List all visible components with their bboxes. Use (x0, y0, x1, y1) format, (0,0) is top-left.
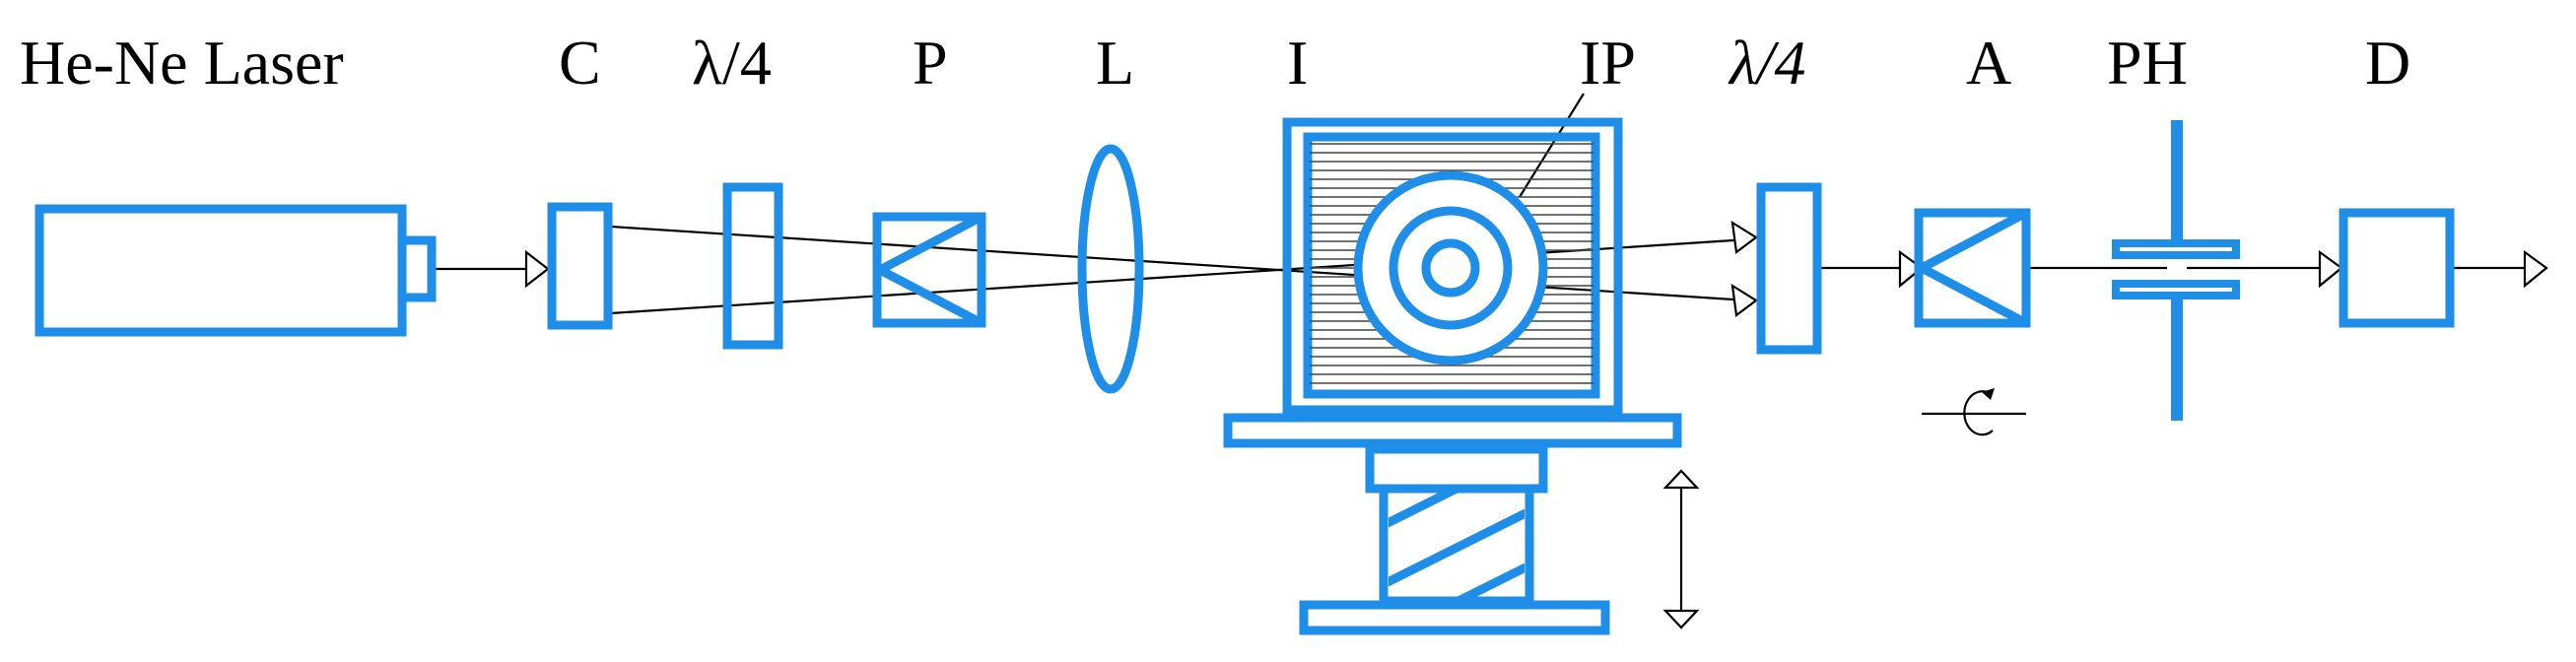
quarter-wave-plate-2 (1756, 182, 1822, 355)
arrow-output (2523, 249, 2548, 289)
interferometer-housing (1282, 117, 1623, 415)
arrow-into-analyzer (1898, 249, 1924, 289)
detector-label: D (2365, 28, 2410, 98)
fringe-ring-outer (1353, 170, 1548, 365)
quarter-wave-plate-2-label: λ/4 (1728, 28, 1806, 98)
analyzer-label: A (1966, 28, 2011, 98)
fringe-ring-inner (1421, 238, 1480, 298)
quarter-wave-plate-1 (722, 182, 783, 350)
interferometer-inner-frame (1303, 132, 1600, 399)
polarizer (872, 212, 986, 328)
lead-screw-hatching (1389, 493, 1525, 599)
image-plane-label: IP (1580, 28, 1636, 98)
interferometer-label: I (1287, 28, 1308, 98)
detector (2339, 208, 2455, 328)
arrow-lower-beam (1730, 283, 1758, 318)
polarizer-label: P (913, 28, 948, 98)
fringe-ring-middle (1389, 206, 1513, 330)
laser-label: He-Ne Laser (20, 28, 344, 98)
lens-label: L (1096, 28, 1134, 98)
arrow-into-detector (2318, 249, 2343, 289)
translation-stage (1223, 413, 1682, 635)
arrow-upper-beam (1730, 220, 1758, 255)
laser (34, 204, 437, 337)
arrow-into-collimator (524, 249, 550, 289)
lens (1077, 144, 1144, 394)
collimator (547, 202, 613, 330)
pinhole-label: PH (2107, 28, 2188, 98)
interferometer (1282, 117, 1623, 415)
analyzer (1914, 208, 2031, 328)
beam-arrowheads (524, 220, 2548, 318)
quarter-wave-plate-1-label: λ/4 (692, 28, 772, 98)
pinhole (2112, 120, 2240, 421)
vertical-motion-arrow (1662, 469, 1700, 629)
rotation-icon (1922, 388, 2026, 436)
collimator-label: C (559, 28, 601, 98)
